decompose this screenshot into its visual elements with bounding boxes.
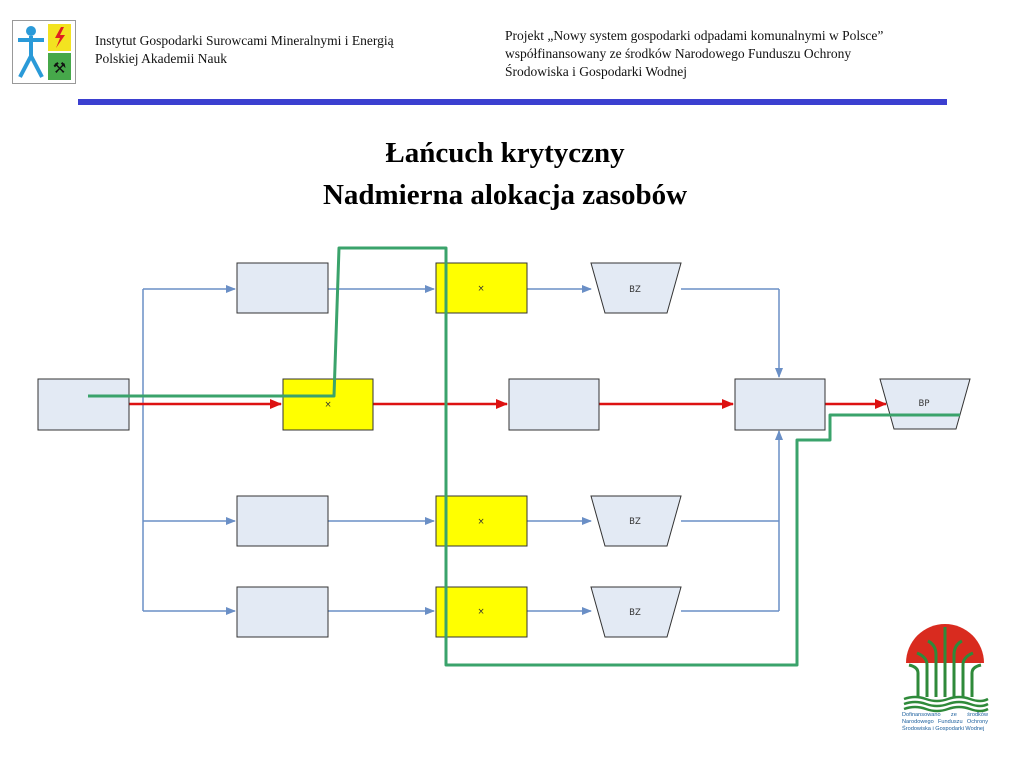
- task-mark: ×: [477, 517, 484, 527]
- flow-lines: [129, 285, 783, 615]
- task-mark: ×: [477, 284, 484, 294]
- overloaded-task-box: [435, 586, 528, 638]
- fund-logo: [900, 615, 990, 740]
- project-line1: Projekt „Nowy system gospodarki odpadami…: [505, 28, 884, 43]
- feeding-buffer: [590, 262, 682, 314]
- task-box: [236, 495, 329, 547]
- fund-logo-icon: [903, 624, 989, 713]
- task-mark: ×: [324, 400, 331, 410]
- overloaded-task-box: [282, 378, 374, 431]
- feeding-buffer-label: BZ: [629, 517, 641, 527]
- institute-logo-icon: ⚒: [15, 23, 73, 81]
- project-line3: Środowiska i Gospodarki Wodnej: [505, 64, 688, 79]
- svg-text:⚒: ⚒: [53, 59, 66, 77]
- funding-note: Dofinansowano ze środków Narodowego Fund…: [902, 712, 988, 733]
- project-line2: współfinansowany ze środków Narodowego F…: [505, 46, 852, 61]
- header-divider: [78, 99, 947, 105]
- task-box: [236, 262, 329, 314]
- feeding-buffer-label: BZ: [629, 608, 641, 618]
- task-box-start: [37, 378, 130, 431]
- resource-line: [88, 246, 960, 667]
- slide-subtitle: Nadmierna alokacja zasobów: [322, 179, 688, 211]
- task-box: [236, 586, 329, 638]
- project-description: Projekt „Nowy system gospodarki odpadami…: [505, 27, 985, 81]
- overloaded-task-box: [435, 262, 528, 314]
- slide-title: Łańcuch krytyczny: [385, 137, 625, 169]
- institute-name-line2: Polskiej Akademii Nauk: [95, 51, 227, 66]
- task-mark: ×: [477, 607, 484, 617]
- task-box: [508, 378, 600, 431]
- feeding-buffer: [590, 586, 682, 638]
- project-buffer-label: BP: [919, 399, 930, 409]
- buffers: [590, 262, 971, 638]
- task-boxes: [37, 262, 826, 638]
- institute-name: Instytut Gospodarki Surowcami Mineralnym…: [95, 32, 394, 68]
- institute-logo: ⚒: [12, 20, 76, 84]
- feeding-buffer: [590, 495, 682, 547]
- institute-name-line1: Instytut Gospodarki Surowcami Mineralnym…: [95, 33, 394, 48]
- feeding-buffer-label: BZ: [629, 285, 641, 295]
- task-box-merge: [734, 378, 826, 431]
- overloaded-task-box: [435, 495, 528, 547]
